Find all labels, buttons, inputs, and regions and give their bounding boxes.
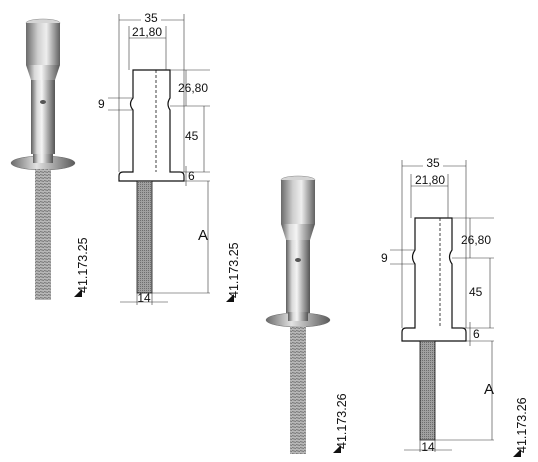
drawing-2-product-code: 41.173.26 — [515, 397, 529, 453]
triangle-marker-icon — [74, 289, 82, 297]
product-photo-2 — [265, 175, 331, 454]
drawing-1-thread-length: A — [198, 227, 208, 244]
drawing-1-body-outline — [118, 69, 185, 182]
drawing-1-outer-width: 35 — [144, 11, 158, 25]
product-code-label-photo-1: 41.173.25 — [74, 237, 90, 297]
drawing-1-product-code: 41.173.25 — [227, 242, 241, 298]
drawing-1-top-height: 26,80 — [178, 81, 208, 95]
drawing-2-thread — [419, 340, 436, 441]
drawing-1-mid-height: 45 — [185, 129, 199, 143]
drawing-2-outer-width: 35 — [426, 156, 440, 170]
technical-drawing-2: 35 21,80 26,80 45 6 A 9 14 — [381, 156, 494, 454]
drawing-2-thread-diameter: 14 — [421, 440, 435, 454]
product-code-label-photo-2: 41.173.26 — [333, 393, 349, 453]
product-code-label-drawing-2: 41.173.26 — [513, 397, 529, 457]
drawing-2-flange: 6 — [473, 327, 480, 341]
photo-2-product-code: 41.173.26 — [335, 393, 349, 449]
triangle-marker-icon — [226, 294, 234, 302]
photo-1-product-code: 41.173.25 — [76, 237, 90, 293]
drawing-2-body-outline — [401, 217, 467, 342]
product-code-label-drawing-1: 41.173.25 — [226, 242, 241, 302]
drawing-1-thread-diameter: 14 — [137, 291, 151, 305]
drawing-1-flange: 6 — [188, 169, 195, 183]
drawing-1-inner-width: 21,80 — [132, 25, 162, 39]
drawing-2-thread-length: A — [484, 381, 494, 398]
drawing-1-thread — [136, 180, 153, 294]
triangle-marker-icon — [333, 445, 341, 453]
drawing-2-groove: 9 — [381, 251, 388, 265]
triangle-marker-icon — [513, 449, 521, 457]
drawing-2-inner-width: 21,80 — [415, 173, 445, 187]
drawing-2-top-height: 26,80 — [461, 233, 491, 247]
product-photo-1 — [10, 18, 76, 300]
drawing-2-mid-height: 45 — [469, 285, 483, 299]
drawing-1-groove: 9 — [98, 97, 105, 111]
technical-drawing-1: 35 21,80 26,80 45 6 A 9 14 — [98, 11, 210, 305]
